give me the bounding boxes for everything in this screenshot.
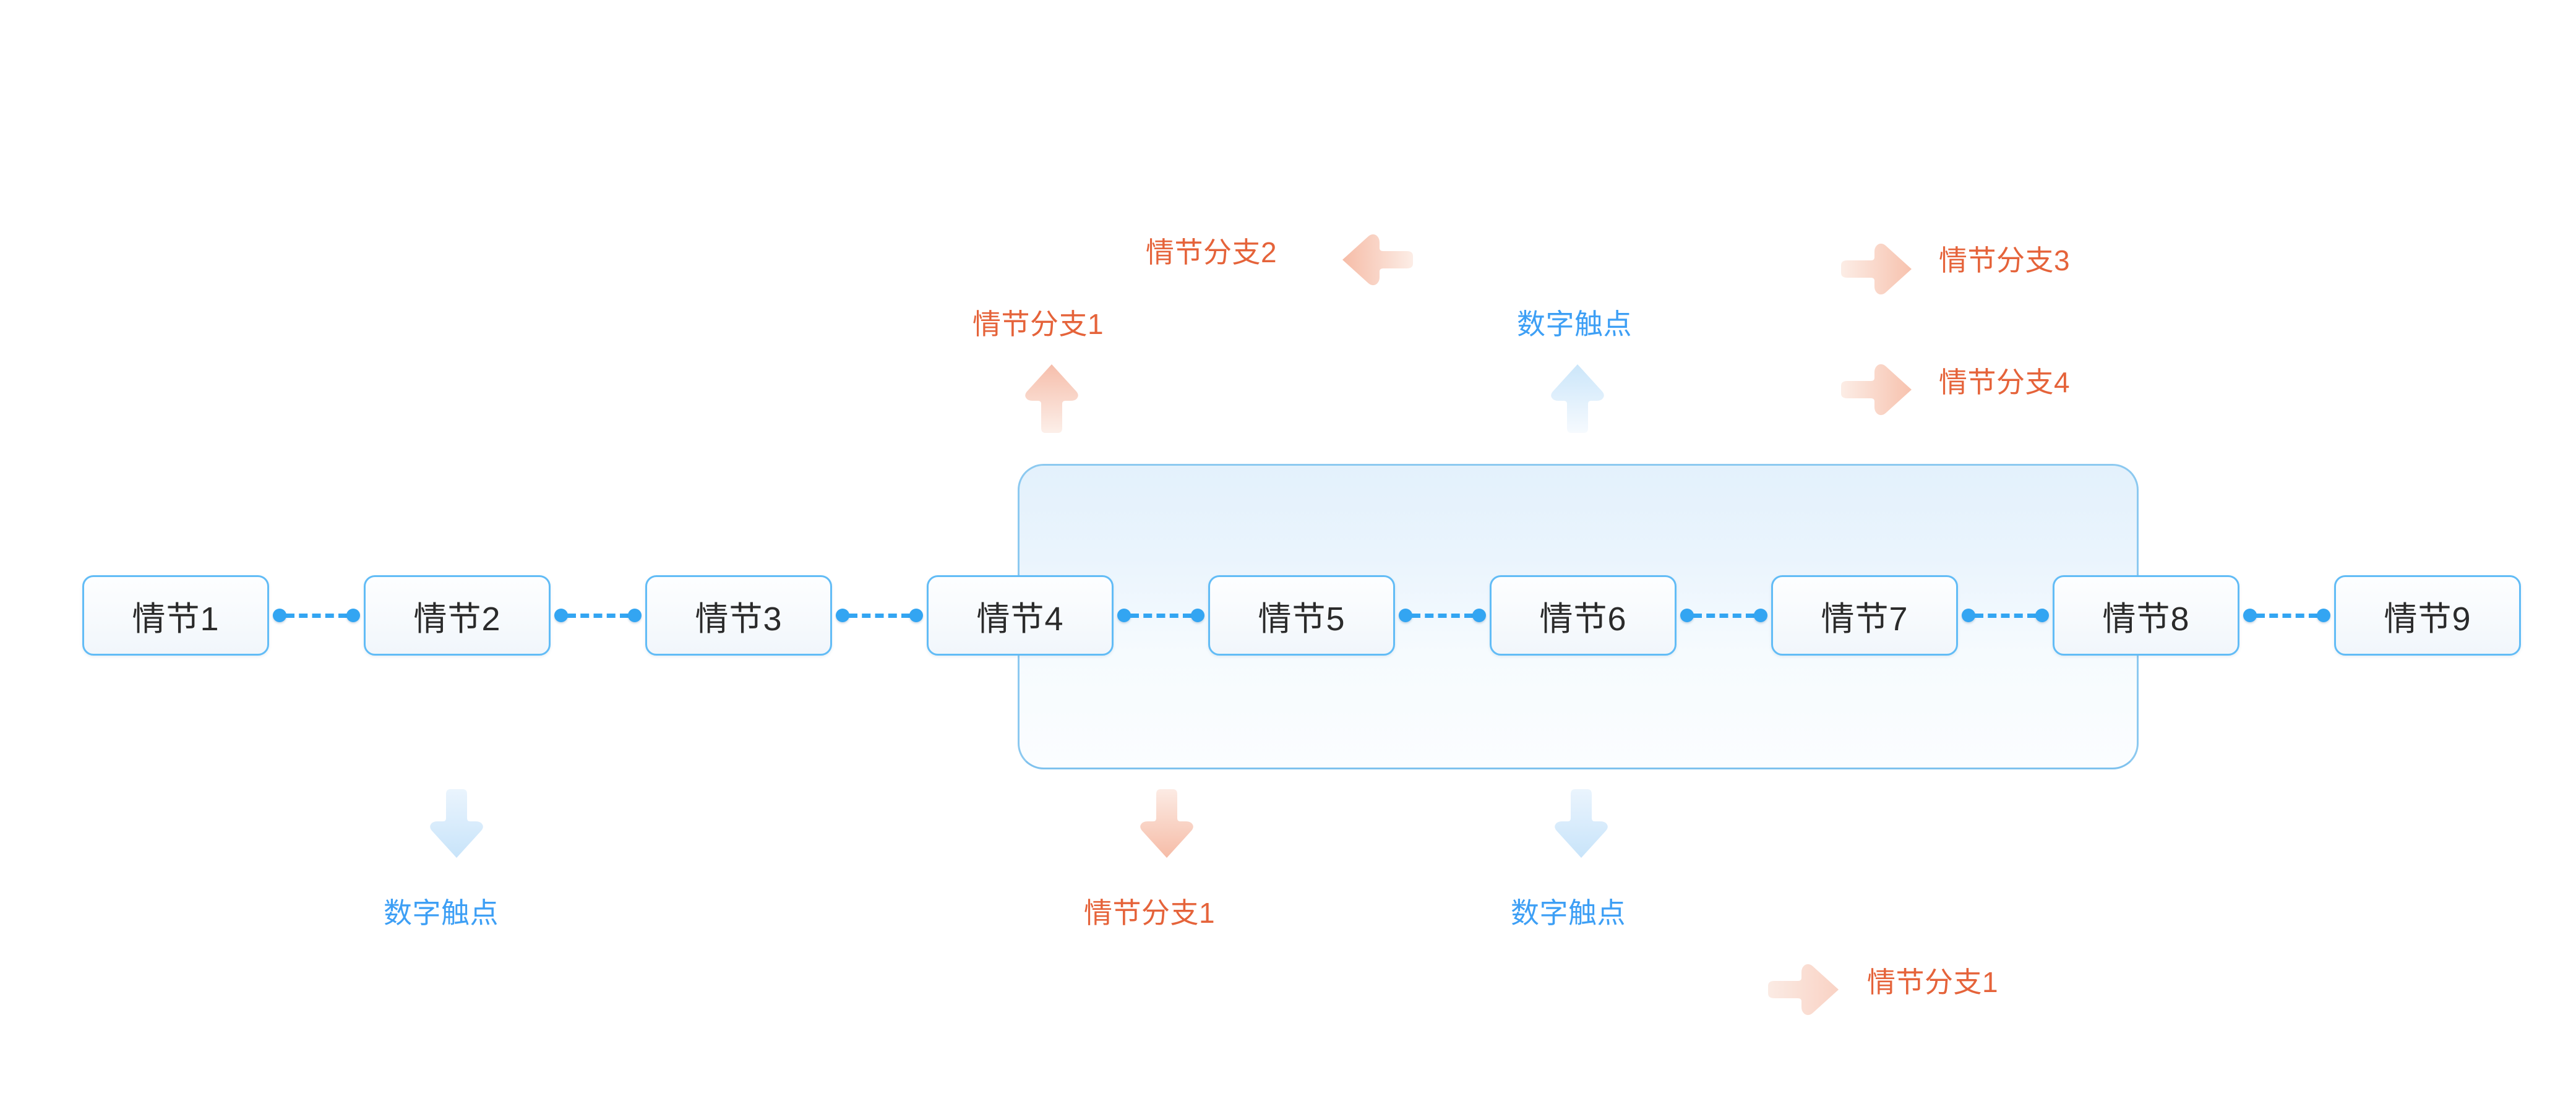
node-plot-2[interactable]: 情节2: [364, 575, 551, 656]
arrow-right-branch1-bottom-icon: [1767, 959, 1841, 1021]
annotation-label-plot-branch-3: 情节分支3: [1939, 244, 2071, 276]
connector-dash: [567, 613, 629, 618]
node-plot-9[interactable]: 情节9: [2334, 575, 2521, 656]
node-plot-4[interactable]: 情节4: [927, 575, 1114, 656]
connector-endpoint: [1680, 609, 1694, 622]
connector-endpoint: [1754, 609, 1767, 622]
connector-2-3: [554, 605, 642, 626]
arrow-down-orange-icon: [1137, 787, 1196, 860]
connector-endpoint: [1117, 609, 1131, 622]
connector-endpoint: [1191, 609, 1204, 622]
node-label: 情节5: [1258, 600, 1346, 638]
connector-endpoint: [2243, 609, 2257, 622]
connector-3-4: [836, 605, 923, 626]
node-plot-8[interactable]: 情节8: [2053, 575, 2239, 656]
connector-dash: [1130, 613, 1191, 618]
node-label: 情节3: [695, 600, 783, 638]
annotation-label-digital-touchpoint-bottom-right: 数字触点: [1511, 897, 1626, 929]
annotation-label-plot-branch-2: 情节分支2: [1146, 236, 1277, 268]
connector-endpoint: [1962, 609, 1975, 622]
node-label: 情节9: [2384, 600, 2471, 638]
arrow-left-icon: [1340, 229, 1414, 291]
node-label: 情节1: [132, 600, 220, 638]
connector-endpoint: [909, 609, 923, 622]
arrow-down-blue-right-icon: [1552, 787, 1611, 860]
connector-endpoint: [2035, 609, 2049, 622]
node-label: 情节8: [2102, 600, 2190, 638]
connector-1-2: [273, 605, 360, 626]
connector-endpoint: [554, 609, 568, 622]
node-label: 情节6: [1539, 600, 1627, 638]
arrow-right-branch3-icon: [1840, 238, 1914, 300]
annotation-label-plot-branch-1-bottom-right: 情节分支1: [1867, 966, 1999, 998]
arrow-right-branch4-icon: [1840, 359, 1914, 421]
connector-5-6: [1399, 605, 1486, 626]
connector-7-8: [1962, 605, 2049, 626]
node-plot-7[interactable]: 情节7: [1771, 575, 1958, 656]
connector-dash: [1975, 613, 2036, 618]
annotation-label-plot-branch-4: 情节分支4: [1939, 366, 2071, 398]
connector-dash: [2256, 613, 2317, 618]
connector-endpoint: [628, 609, 642, 622]
connector-dash: [1412, 613, 1473, 618]
connector-6-7: [1680, 605, 1767, 626]
node-plot-5[interactable]: 情节5: [1208, 575, 1395, 656]
annotation-label-digital-touchpoint-top: 数字触点: [1517, 308, 1632, 340]
connector-dash: [1693, 613, 1754, 618]
connector-4-5: [1117, 605, 1204, 626]
node-label: 情节7: [1821, 600, 1908, 638]
connector-endpoint: [273, 609, 286, 622]
connector-8-9: [2243, 605, 2330, 626]
connector-endpoint: [836, 609, 849, 622]
arrow-up-orange-icon: [1022, 362, 1081, 435]
arrow-down-blue-left-icon: [427, 787, 486, 860]
connector-endpoint: [1472, 609, 1486, 622]
node-label: 情节4: [976, 600, 1064, 638]
annotation-label-plot-branch-1-bottom: 情节分支1: [1084, 897, 1216, 929]
connector-endpoint: [346, 609, 360, 622]
connector-endpoint: [1399, 609, 1412, 622]
node-plot-6[interactable]: 情节6: [1490, 575, 1677, 656]
connector-dash: [286, 613, 347, 618]
node-plot-3[interactable]: 情节3: [645, 575, 832, 656]
node-label: 情节2: [413, 600, 501, 638]
connector-endpoint: [2317, 609, 2330, 622]
annotation-label-plot-branch-1-top: 情节分支1: [972, 308, 1104, 340]
arrow-up-blue-icon: [1548, 362, 1607, 435]
annotation-label-digital-touchpoint-bottom-left: 数字触点: [384, 897, 499, 929]
connector-dash: [849, 613, 910, 618]
node-plot-1[interactable]: 情节1: [82, 575, 269, 656]
